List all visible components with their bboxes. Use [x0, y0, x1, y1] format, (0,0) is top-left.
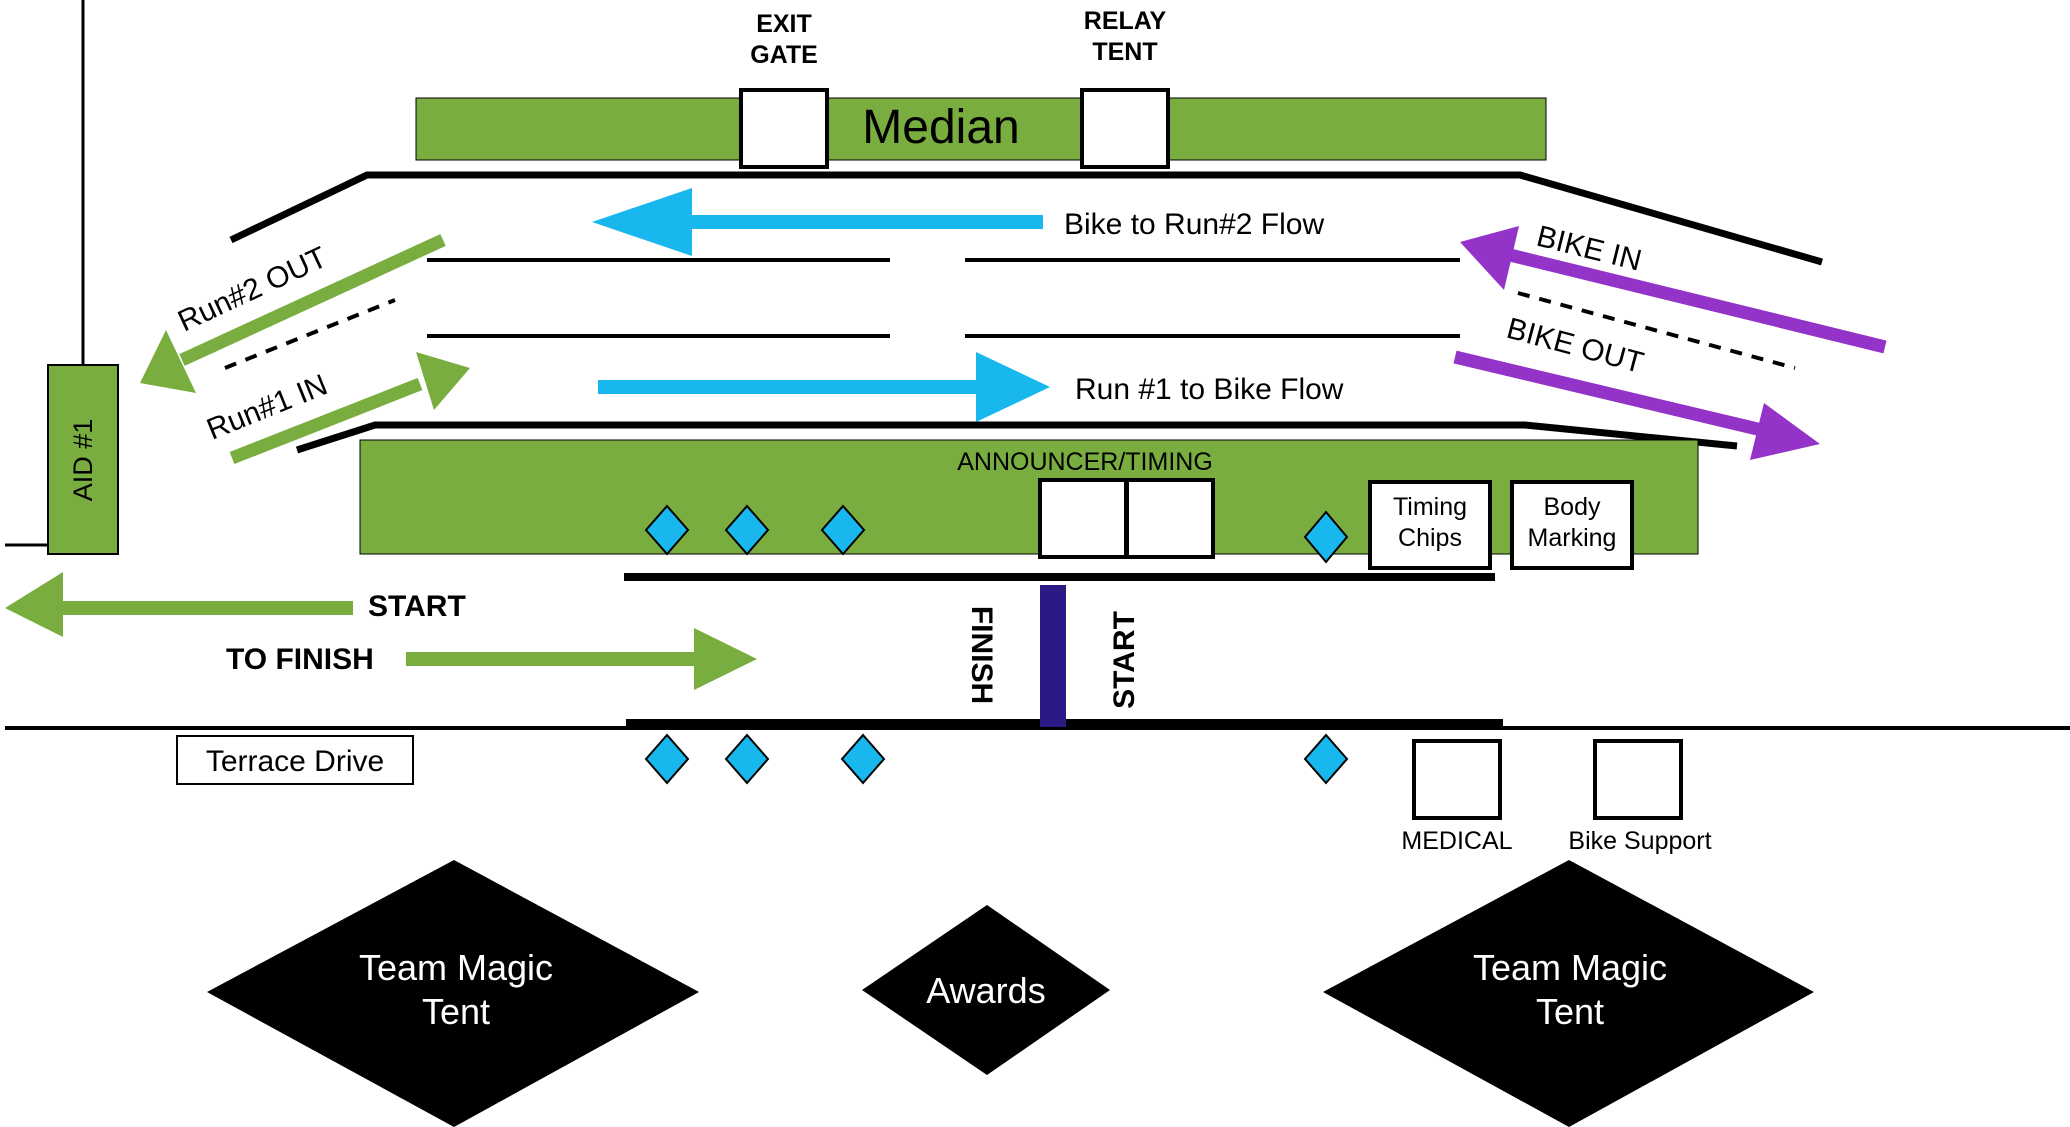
start-arrow [5, 572, 353, 637]
finish-vertical-label: FINISH [965, 606, 998, 704]
run1-in-arrow-head [416, 352, 470, 410]
lower-road-edge [295, 421, 1738, 454]
cyan-diamond-marker [724, 733, 770, 785]
timing-chips-label-line1: Timing [1393, 493, 1467, 521]
medical-box [1412, 739, 1502, 820]
cyan-diamond-marker [724, 504, 770, 556]
terrace-drive-label: Terrace Drive [206, 745, 384, 778]
run1-in-label: Run#1 IN [202, 368, 332, 446]
bike-in-arrow-shaft [1508, 248, 1887, 354]
run-divider-dashed [224, 298, 396, 370]
exit-gate-label-line2: GATE [750, 41, 818, 69]
to-finish-label: TO FINISH [226, 643, 374, 676]
announcer-timing-label: ANNOUNCER/TIMING [957, 448, 1213, 476]
aid1-station [47, 364, 119, 555]
start-left-label: START [368, 590, 466, 623]
median-label: Median [862, 101, 1019, 154]
exit-gate-box [739, 88, 829, 169]
team-magic-right-line2: Tent [1536, 991, 1604, 1032]
relay-tent-box [1080, 88, 1170, 169]
cyan-diamond-marker [644, 504, 690, 556]
bike-out-arrow-shaft [1453, 350, 1772, 439]
bike-support-label: Bike Support [1568, 827, 1711, 855]
terrace-drive-box [176, 735, 414, 785]
team-magic-left-line1: Team Magic [359, 947, 553, 988]
bike-to-run2-arrow [592, 188, 1043, 256]
run2-out-arrow-shaft [179, 234, 446, 366]
run1-in-arrow-shaft [229, 377, 423, 465]
body-marking-label-line2: Marking [1528, 524, 1617, 552]
cyan-diamond-marker [644, 733, 690, 785]
cyan-diamond-marker [840, 733, 886, 785]
awards-tent [862, 905, 1110, 1075]
team-magic-tent-right [1323, 860, 1814, 1127]
finish-line [1040, 585, 1066, 727]
awards-label: Awards [926, 970, 1045, 1011]
cyan-diamond-marker [1303, 510, 1349, 564]
announcer-box-left [1038, 478, 1128, 559]
cyan-diamond-marker [1303, 733, 1349, 785]
bike-divider-dashed [1517, 291, 1796, 370]
body-marking-box [1510, 480, 1634, 570]
medical-label: MEDICAL [1401, 827, 1512, 855]
team-magic-left-line2: Tent [422, 991, 490, 1032]
team-magic-right-line1: Team Magic [1473, 947, 1667, 988]
cyan-diamond-marker [820, 504, 866, 556]
body-marking-label-line1: Body [1544, 493, 1601, 521]
bike-in-arrow-head [1460, 226, 1519, 290]
median-strip [415, 97, 1547, 161]
relay-tent-label-line1: RELAY [1084, 7, 1167, 35]
bike-support-box [1593, 739, 1683, 820]
bike-out-arrow-head [1750, 403, 1820, 460]
timing-chips-box [1368, 480, 1492, 570]
timing-chips-label-line2: Chips [1398, 524, 1462, 552]
run2-out-arrow-head [140, 330, 196, 393]
team-magic-tent-left [207, 860, 699, 1127]
run1-to-bike-label: Run #1 to Bike Flow [1075, 373, 1344, 406]
aid1-label: AID #1 [68, 419, 98, 502]
run1-to-bike-arrow [598, 352, 1050, 422]
relay-tent-label-line2: TENT [1092, 38, 1157, 66]
bike-to-run2-label: Bike to Run#2 Flow [1064, 208, 1324, 241]
upper-road-edge [229, 171, 1823, 266]
announcer-box-right [1125, 478, 1215, 559]
exit-gate-label-line1: EXIT [756, 10, 812, 38]
to-finish-arrow [406, 628, 757, 690]
start-vertical-label: START [1108, 611, 1141, 709]
